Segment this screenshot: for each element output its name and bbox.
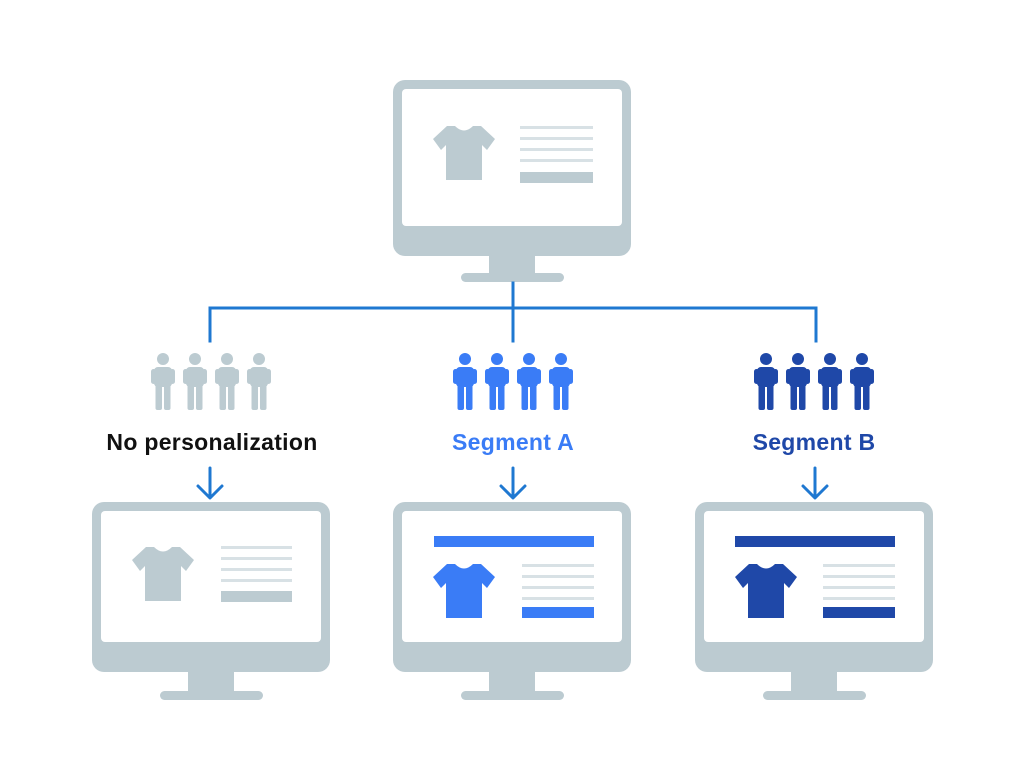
monitor-screen	[402, 89, 622, 226]
text-line	[823, 575, 895, 578]
people-group-icon	[754, 353, 874, 410]
branch-no-personalization	[92, 353, 330, 700]
text-line	[823, 586, 895, 589]
arrow-down-icon	[196, 466, 224, 500]
person-icon	[215, 353, 239, 410]
text-line	[221, 579, 292, 582]
person-icon	[818, 353, 842, 410]
monitor-neck	[489, 256, 535, 274]
monitor-foot	[763, 691, 866, 700]
connector-tree	[208, 281, 818, 343]
person-icon	[786, 353, 810, 410]
label-no-personalization: No personalization	[106, 429, 318, 455]
cta-bar	[520, 172, 593, 183]
text-line	[823, 597, 895, 600]
source-monitor	[393, 80, 631, 282]
text-line	[520, 148, 593, 151]
person-icon	[549, 353, 573, 410]
branch-segment-b	[695, 353, 933, 700]
arrow-down-icon	[801, 466, 829, 500]
text-line	[520, 159, 593, 162]
text-line	[823, 564, 895, 567]
monitor-foot	[461, 273, 564, 282]
banner-bar	[735, 536, 895, 547]
person-icon	[485, 353, 509, 410]
arrow-down-icon	[499, 466, 527, 500]
text-line	[520, 137, 593, 140]
person-icon	[453, 353, 477, 410]
label-segment-a: Segment A	[452, 429, 574, 455]
monitor-neck	[188, 672, 234, 692]
person-icon	[517, 353, 541, 410]
text-line	[522, 575, 594, 578]
cta-bar	[221, 591, 292, 602]
monitor-screen	[101, 511, 321, 642]
label-segment-b: Segment B	[752, 429, 876, 455]
text-line	[520, 126, 593, 129]
people-group-icon	[151, 353, 271, 410]
text-line	[522, 564, 594, 567]
banner-bar	[434, 536, 594, 547]
person-icon	[754, 353, 778, 410]
monitor-neck	[489, 672, 535, 692]
person-icon	[247, 353, 271, 410]
text-line	[221, 557, 292, 560]
text-line	[522, 597, 594, 600]
person-icon	[183, 353, 207, 410]
cta-bar	[522, 607, 594, 618]
text-line	[221, 568, 292, 571]
text-line	[221, 546, 292, 549]
cta-bar	[823, 607, 895, 618]
text-line	[522, 586, 594, 589]
person-icon	[850, 353, 874, 410]
people-group-icon	[453, 353, 573, 410]
monitor-neck	[791, 672, 837, 692]
monitor-foot	[160, 691, 263, 700]
monitor-foot	[461, 691, 564, 700]
branch-segment-a	[393, 353, 631, 700]
person-icon	[151, 353, 175, 410]
